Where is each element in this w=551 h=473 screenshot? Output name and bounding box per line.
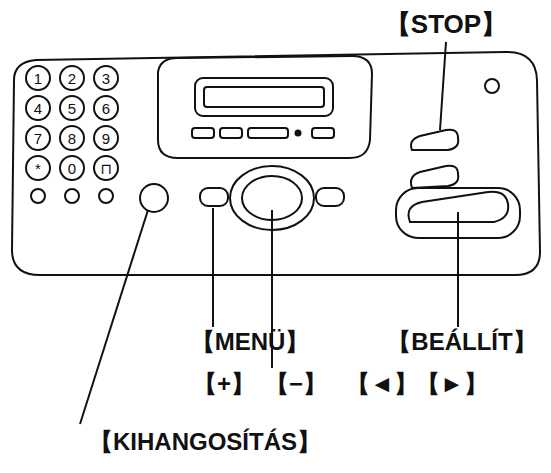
keypad-digit: 0: [68, 161, 76, 176]
speakerphone-callout: 【KIHANGOSÍTÁS】: [89, 430, 321, 454]
keypad-digit: *: [35, 161, 41, 176]
keypad-digit: 7: [34, 131, 42, 146]
keypad-key: [60, 156, 84, 180]
keypad-key: [94, 126, 118, 150]
set-callout: 【BEÁLLÍT】: [387, 330, 536, 354]
keypad-digit: 2: [68, 71, 76, 86]
keypad-key: [94, 96, 118, 120]
keypad-key: [60, 66, 84, 90]
keypad-digit: 8: [68, 131, 76, 146]
keypad-key: [26, 66, 50, 90]
keypad-digit: ⊓: [100, 161, 112, 176]
keypad-digit: 1: [34, 71, 42, 86]
stop-callout: 【STOP】: [385, 11, 507, 37]
keypad-key: [60, 96, 84, 120]
keypad-key: [26, 96, 50, 120]
left-callout: 【◄】: [346, 372, 418, 396]
keypad-key: [94, 66, 118, 90]
keypad-digit: 5: [68, 101, 76, 116]
keypad-digit: 4: [34, 101, 42, 116]
keypad-key: [94, 156, 118, 180]
keypad-key: [60, 126, 84, 150]
minus-callout: 【−】: [265, 372, 327, 396]
menu-callout: 【MENÜ】: [191, 330, 310, 354]
keypad-key: [26, 156, 50, 180]
right-callout: 【►】: [416, 372, 488, 396]
plus-callout: 【+】: [193, 372, 255, 396]
keypad-key: [26, 126, 50, 150]
keypad-digit: 6: [102, 101, 110, 116]
keypad-digit: 9: [102, 131, 110, 146]
keypad-digit: 3: [102, 71, 110, 86]
